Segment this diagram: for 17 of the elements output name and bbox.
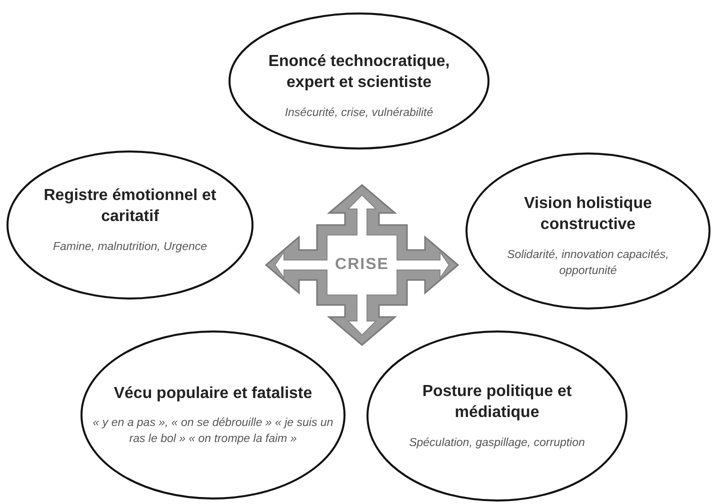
ellipse-node (366, 330, 628, 502)
node-title: Vision holistique constructive (523, 194, 653, 236)
node-keywords: Spéculation, gaspillage, corruption (409, 436, 585, 451)
node-keywords: Insécurité, crise, vulnérabilité (284, 106, 434, 121)
node-keywords: Solidarité, innovation capacités, opportunité (506, 248, 670, 279)
node-title: Posture politique et médiatique (421, 382, 573, 424)
ellipse-node (465, 152, 711, 310)
ellipse-node (6, 150, 254, 300)
ellipse-node (80, 330, 346, 500)
four-way-arrow (266, 185, 458, 345)
center-label: CRISE (335, 256, 389, 274)
node-keywords: Famine, malnutrition, Urgence (52, 240, 208, 255)
ellipse-node (228, 12, 490, 150)
node-keywords: « y en a pas », « on se débrouille » « je suis un ras le bol » « on trompe la faim » (92, 416, 334, 447)
node-title: Vécu populaire et fataliste (114, 384, 312, 404)
node-title: Enoncé technocratique, expert et scientiste (268, 52, 450, 94)
node-title: Registre émotionnel et caritatif (42, 186, 218, 228)
